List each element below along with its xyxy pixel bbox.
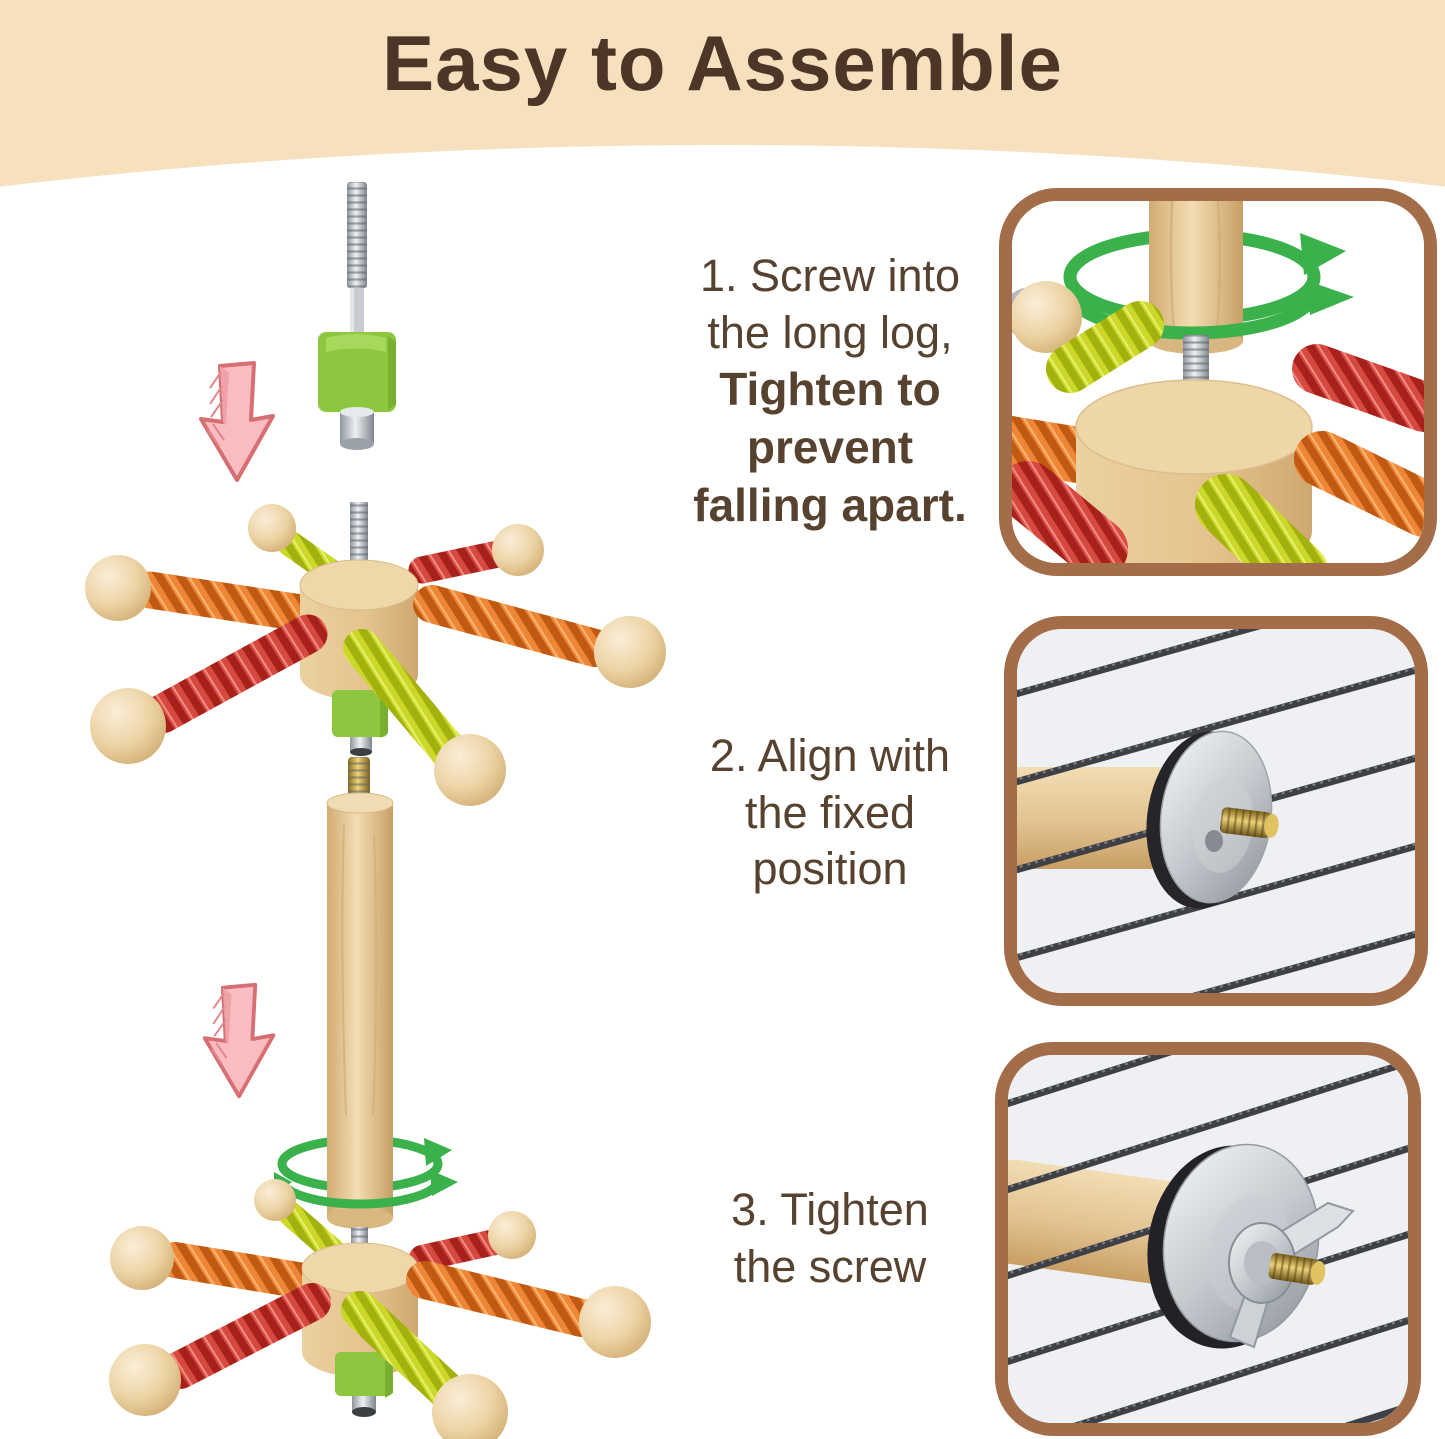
rope-arm-red-right xyxy=(1292,344,1424,432)
green-cube-under-hub xyxy=(332,690,388,756)
step-1-bold-line: prevent xyxy=(746,421,914,474)
hub-rotation-photo xyxy=(1012,201,1424,563)
threaded-rod xyxy=(347,182,367,334)
step-3-text: 3. Tighten the screw xyxy=(655,1182,1005,1295)
perch-washer-photo xyxy=(1017,629,1415,993)
brass-screw-tip xyxy=(1268,1253,1326,1285)
long-log-illustration xyxy=(326,757,394,1130)
rope-arm-orange-left xyxy=(110,1226,328,1300)
rope-arm-red-upper-right xyxy=(409,1211,536,1271)
green-cube-under-hub xyxy=(335,1352,393,1417)
step-1-bold-line: falling apart. xyxy=(693,479,967,532)
header-banner xyxy=(0,0,1445,205)
wooden-dowel-bottom xyxy=(327,1130,393,1229)
step-2-line: position xyxy=(752,843,908,895)
metal-cylinder-nut xyxy=(340,407,374,450)
step-1-photo xyxy=(999,188,1437,576)
rope-arm-red-lower-left xyxy=(109,1283,331,1416)
rope-arm-red-lower-left xyxy=(90,614,328,764)
step-2-text: 2. Align with the fixed position xyxy=(655,728,1005,898)
step-3-line: the screw xyxy=(733,1240,927,1292)
rope-arm-yellow-upper-left xyxy=(1012,281,1164,393)
wing-nut xyxy=(1228,1201,1355,1349)
spinner-toy-illustration xyxy=(85,502,666,806)
down-arrow-icon xyxy=(198,980,282,1102)
step-1-bold-line: Tighten to xyxy=(719,363,941,416)
rope-arm-orange-right xyxy=(406,1261,651,1358)
step-2-photo xyxy=(1004,616,1428,1006)
step-3-line: 3. Tighten xyxy=(731,1184,929,1235)
rope-arm-orange-left xyxy=(1012,415,1106,483)
rope-arm-orange-right xyxy=(1294,431,1424,537)
step-1-line: 1. Screw into xyxy=(699,250,961,301)
rotation-arrows-icon xyxy=(1054,233,1354,340)
rope-arm-yellow-front xyxy=(1195,474,1328,563)
rope-arm-yellow-front xyxy=(343,629,506,806)
screw-and-cube-illustration xyxy=(318,182,396,450)
wooden-dowel xyxy=(326,792,394,1130)
step-1-line: the long log, xyxy=(707,306,953,358)
cage-wires-highlight xyxy=(1017,629,1415,993)
step-1-text: 1. Screw into the long log, Tighten to p… xyxy=(652,248,1008,535)
rope-arm-yellow-front xyxy=(341,1291,508,1439)
assembled-toy-illustration xyxy=(109,1130,651,1439)
wing-nut-photo xyxy=(1008,1055,1408,1423)
green-cube-nut xyxy=(318,332,396,412)
brass-screw-tip xyxy=(1219,807,1279,839)
rope-arm-red-upper-right xyxy=(408,524,544,584)
step-3-photo xyxy=(995,1042,1421,1436)
rope-arm-yellow-upper-left xyxy=(254,1179,345,1263)
page-title: Easy to Assemble xyxy=(382,19,1063,107)
rope-arm-orange-right xyxy=(413,585,666,688)
rope-arm-orange-left xyxy=(85,555,327,633)
step-2-line: 2. Align with xyxy=(709,730,951,781)
rope-arm-red-lower-left xyxy=(1012,461,1128,563)
step-2-line: the fixed xyxy=(744,786,916,838)
